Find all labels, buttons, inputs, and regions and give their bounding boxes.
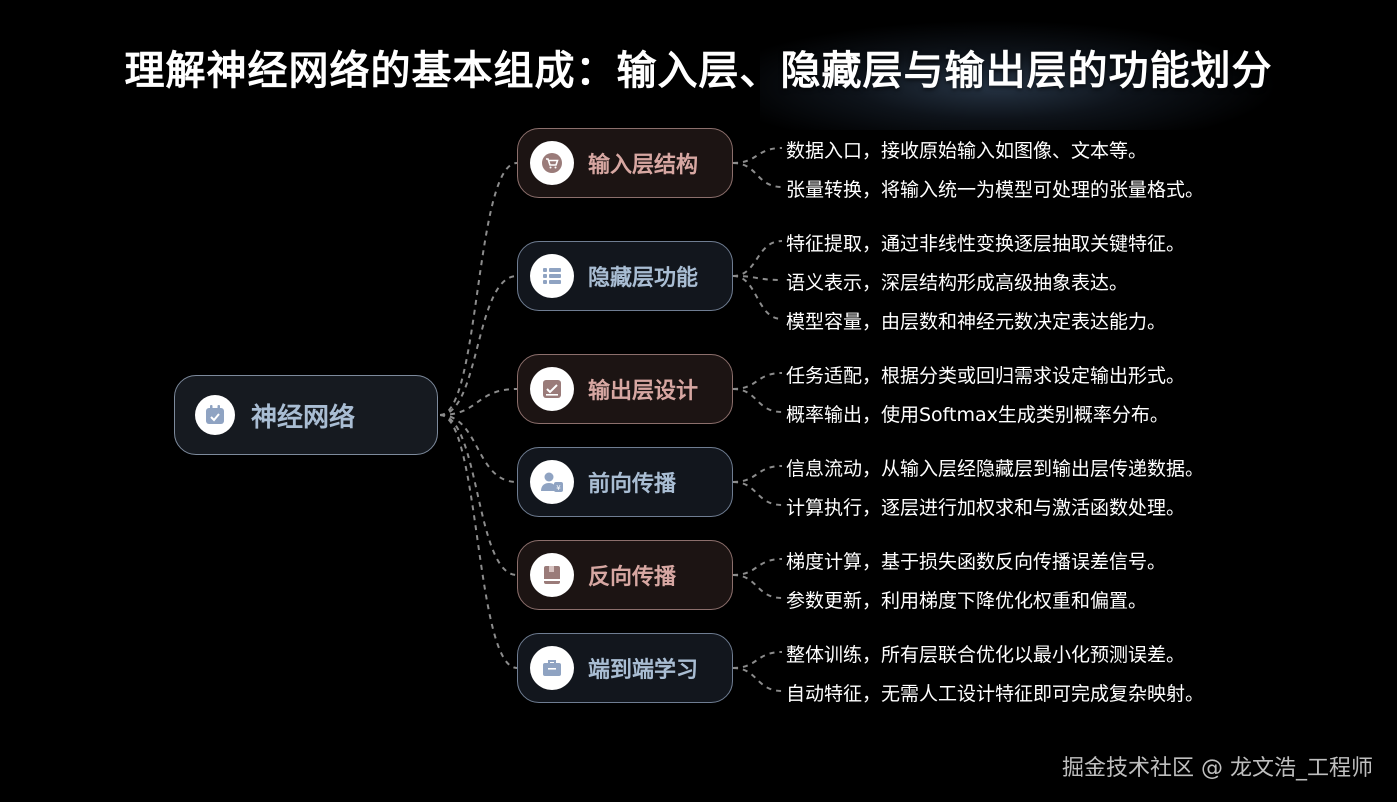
leaf-text: 参数更新，利用梯度下降优化权重和偏置。: [786, 590, 1148, 612]
connector-branch-2-leaf-3: [732, 275, 783, 320]
leaf-text: 任务适配，根据分类或回归需求设定输出形式。: [786, 365, 1186, 387]
branch-label: 端到端学习: [588, 658, 699, 683]
connector-branch-3-leaf-2: [732, 388, 783, 413]
leaf-text: 信息流动，从输入层经隐藏层到输出层传递数据。: [786, 458, 1205, 480]
connector-root-branch-4: [439, 414, 518, 483]
connector-branch-6-leaf-2: [732, 667, 783, 692]
connector-root-branch-2: [439, 275, 518, 416]
page-title: 理解神经网络的基本组成：输入层、隐藏层与输出层的功能划分: [124, 48, 1273, 94]
user-money-icon: ¥: [530, 460, 574, 504]
branch-label: 前向传播: [588, 472, 677, 497]
connector-root-branch-5: [439, 414, 518, 576]
connector-branch-3-leaf-1: [732, 372, 783, 390]
leaf-text: 语义表示，深层结构形成高级抽象表达。: [786, 272, 1129, 294]
connector-branch-2-leaf-1: [732, 240, 783, 277]
leaf-text: 特征提取，通过非线性变换逐层抽取关键特征。: [786, 233, 1186, 255]
branch-label: 隐藏层功能: [588, 266, 699, 291]
branch-end-to-end-learning[interactable]: 端到端学习: [517, 633, 733, 703]
connector-branch-1-leaf-2: [732, 162, 783, 188]
branch-backpropagation[interactable]: 反向传播: [517, 540, 733, 610]
checkbox-icon: [530, 367, 574, 411]
connector-root-branch-1: [439, 162, 518, 416]
connector-branch-2-leaf-2: [732, 275, 783, 281]
branch-label: 反向传播: [588, 565, 677, 590]
root-label: 神经网络: [251, 402, 356, 433]
leaf-text: 自动特征，无需人工设计特征即可完成复杂映射。: [786, 683, 1205, 705]
leaf-text: 计算执行，逐层进行加权求和与激活函数处理。: [786, 497, 1186, 519]
connector-branch-5-leaf-1: [732, 558, 783, 576]
connector-branch-5-leaf-2: [732, 574, 783, 599]
leaf-text: 数据入口，接收原始输入如图像、文本等。: [786, 140, 1148, 162]
watermark: 掘金技术社区 @ 龙文浩_工程师: [1062, 756, 1373, 781]
leaf-text: 整体训练，所有层联合优化以最小化预测误差。: [786, 644, 1186, 666]
leaf-text: 梯度计算，基于损失函数反向传播误差信号。: [786, 551, 1167, 573]
book-icon: [530, 553, 574, 597]
list-icon: [530, 254, 574, 298]
connector-branch-4-leaf-1: [732, 465, 783, 483]
calendar-icon: [195, 395, 235, 435]
background-glow: [760, 20, 1280, 130]
connector-branch-1-leaf-1: [732, 147, 783, 164]
svg-text:¥: ¥: [556, 484, 561, 492]
connector-root-branch-6: [439, 414, 518, 669]
connector-branch-4-leaf-2: [732, 481, 783, 506]
branch-label: 输入层结构: [588, 153, 699, 178]
leaf-text: 模型容量，由层数和神经元数决定表达能力。: [786, 311, 1167, 333]
connector-branch-6-leaf-1: [732, 651, 783, 669]
branch-input-layer[interactable]: 输入层结构: [517, 128, 733, 198]
leaf-text: 概率输出，使用Softmax生成类别概率分布。: [786, 404, 1169, 426]
leaf-text: 张量转换，将输入统一为模型可处理的张量格式。: [786, 179, 1205, 201]
branch-hidden-layer[interactable]: 隐藏层功能: [517, 241, 733, 311]
cart-icon: [530, 141, 574, 185]
briefcase-icon: [530, 646, 574, 690]
branch-label: 输出层设计: [588, 379, 699, 404]
connector-root-branch-3: [439, 388, 518, 416]
branch-forward-propagation[interactable]: ¥ 前向传播: [517, 447, 733, 517]
root-node[interactable]: 神经网络: [174, 375, 438, 455]
branch-output-layer[interactable]: 输出层设计: [517, 354, 733, 424]
